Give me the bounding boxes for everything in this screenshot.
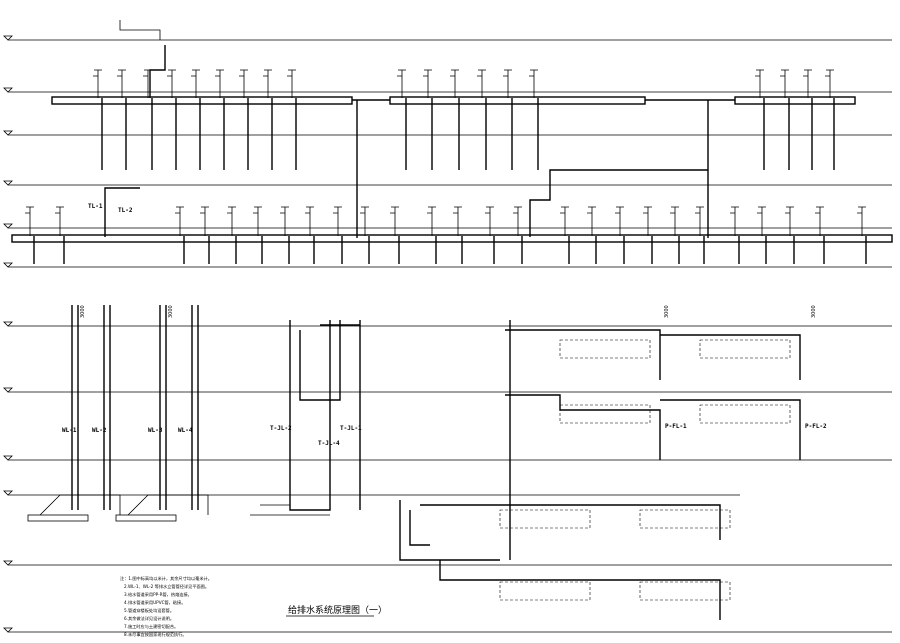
riser: [857, 206, 866, 236]
note-4: 4.排水管道采用UPVC管，粘接。: [124, 599, 185, 606]
riser: [280, 206, 289, 236]
riser: [785, 206, 794, 236]
riser: [427, 206, 436, 236]
riser: [615, 206, 624, 236]
riser: [730, 206, 739, 236]
dim-4: 3000: [811, 305, 817, 318]
riser: [695, 206, 704, 236]
pipe-tags: TL-1 TL-2 WL-1 WL-2 WL-3 WL-4 T-JL-2 T-J…: [62, 203, 827, 447]
riser: [757, 206, 766, 236]
riser: [477, 69, 486, 98]
riser: [167, 69, 176, 98]
riser: [117, 69, 126, 98]
tag-tjl1: T-JL-1: [340, 425, 362, 432]
drawing-title: 给排水系统原理图（一）: [288, 604, 387, 616]
notes-block: 注：1.图中标高均以米计，其余尺寸均以毫米计。 2.WL-1、WL-2 等排水立…: [120, 575, 212, 638]
riser: [755, 69, 764, 98]
riser: [305, 206, 314, 236]
upper-risers: [93, 69, 835, 170]
riser: [333, 206, 342, 236]
riser: [200, 206, 209, 236]
riser: [670, 206, 679, 236]
tag-wl3: WL-3: [148, 427, 163, 434]
riser: [25, 206, 34, 236]
riser: [453, 206, 462, 236]
riser: [215, 69, 224, 98]
riser: [360, 206, 369, 236]
upper-header-pipe: [51, 96, 856, 105]
tjl-group: [250, 320, 361, 516]
level-markers: [3, 35, 13, 633]
riser: [450, 69, 459, 98]
note-1: 注：1.图中标高均以米计，其余尺寸均以毫米计。: [120, 575, 212, 582]
riser: [803, 69, 812, 98]
riser: [643, 206, 652, 236]
tag-tjl2: T-JL-2: [270, 425, 292, 432]
riser: [55, 206, 64, 236]
riser: [780, 69, 789, 98]
riser: [423, 69, 432, 98]
riser: [239, 69, 248, 98]
tag-wl2: WL-2: [92, 427, 107, 434]
riser: [587, 206, 596, 236]
lower-section-risers: [27, 305, 209, 522]
riser: [191, 69, 200, 98]
connecting-pipes: [104, 20, 709, 238]
riser: [513, 206, 522, 236]
floor-levels: [8, 39, 892, 633]
riser: [263, 69, 272, 98]
riser: [529, 69, 538, 98]
lower-risers: [25, 206, 867, 264]
riser: [175, 206, 184, 236]
tag-tjl4: T-JL-4: [318, 440, 340, 447]
riser: [253, 206, 262, 236]
fixture-branches: [399, 320, 801, 620]
riser: [503, 69, 512, 98]
tag-tl1: TL-1: [88, 203, 103, 210]
lower-header-pipe: [11, 234, 893, 243]
note-2: 2.WL-1、WL-2 等排水立管管径详见平面图。: [124, 583, 209, 590]
riser: [390, 206, 399, 236]
tag-pfl2: P-FL-2: [805, 423, 827, 430]
riser: [485, 206, 494, 236]
riser: [560, 206, 569, 236]
dim-1: 3000: [80, 305, 86, 318]
note-8: 8.未尽事宜按国家现行规范执行。: [124, 631, 187, 638]
dim-2: 3000: [168, 305, 174, 318]
dim-3: 3000: [664, 305, 670, 318]
riser: [815, 206, 824, 236]
riser: [93, 69, 102, 98]
note-5: 5.管道穿楼板处均设套管。: [124, 607, 174, 614]
note-6: 6.其余做法详见设计说明。: [124, 615, 174, 622]
tag-tl2: TL-2: [118, 207, 133, 214]
riser: [397, 69, 406, 98]
dimension-labels: 3000 3000 3000 3000: [80, 305, 817, 318]
riser: [227, 206, 236, 236]
tag-pfl1: P-FL-1: [665, 423, 687, 430]
tag-wl1: WL-1: [62, 427, 77, 434]
note-7: 7.施工时应与土建密切配合。: [124, 623, 178, 630]
note-3: 3.给水管道采用PP-R管，热熔连接。: [124, 591, 192, 598]
riser: [287, 69, 296, 98]
tag-wl4: WL-4: [178, 427, 193, 434]
riser: [825, 69, 834, 98]
